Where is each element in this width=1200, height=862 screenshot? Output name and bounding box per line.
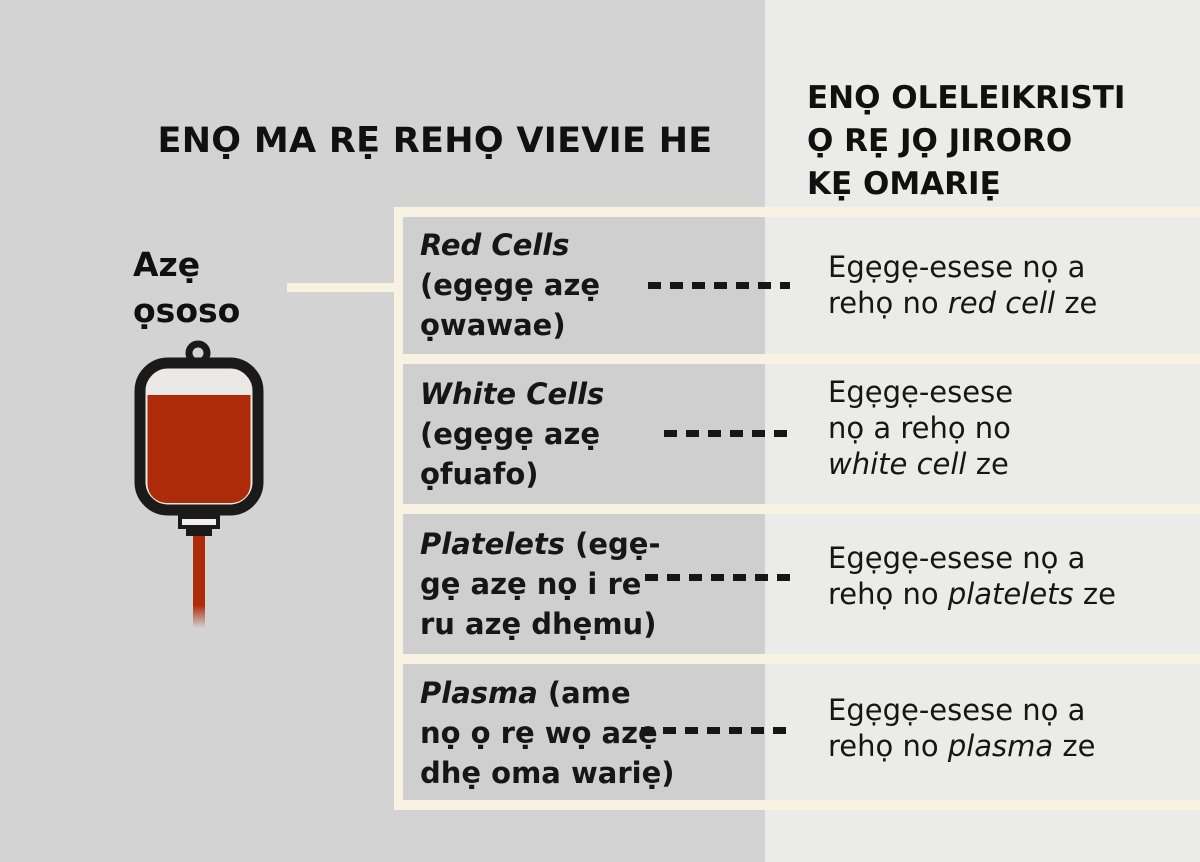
text-line: rehọ no platelets ze: [828, 577, 1116, 611]
text-line: rehọ no plasma ze: [828, 729, 1096, 763]
uses-column-background: [765, 0, 1200, 862]
connector-dash-line: [648, 282, 790, 289]
text-line: gẹ azẹ nọ i re: [420, 567, 642, 601]
text-line: rehọ no red cell ze: [828, 286, 1098, 320]
text-line: dhẹ oma wariẹ): [420, 756, 675, 790]
divider-strip: [394, 354, 1200, 364]
text-line: Red Cells: [420, 228, 570, 262]
text-line: ọwawae): [420, 308, 566, 342]
connector-dash-line: [645, 574, 790, 581]
column-title-uses-line: Ọ RẸ JỌ JIRORO: [807, 123, 1073, 159]
divider-strip: [394, 800, 1200, 810]
connector-dash-line: [664, 430, 790, 437]
column-title-uses-line: ENỌ OLELEIKRISTI: [807, 80, 1126, 116]
source-connector-line: [287, 283, 403, 292]
blood-source-label-line: Azẹ: [133, 245, 201, 284]
component-label-plasma: Plasma (ame nọ ọ rẹ wọ azẹ dhẹ oma wariẹ): [420, 673, 755, 793]
divider-strip: [394, 207, 1200, 217]
column-title-uses: ENỌ OLELEIKRISTI Ọ RẸ JỌ JIRORO KẸ OMARI…: [807, 77, 1125, 206]
blood-source-label: Azẹ ọsoso: [133, 242, 240, 334]
text-line: nọ ọ rẹ wọ azẹ: [420, 716, 658, 750]
text-line: (egẹgẹ azẹ: [420, 417, 600, 451]
component-label-red-cells: Red Cells (egẹgẹ azẹ ọwawae): [420, 225, 755, 345]
blood-source-label-line: ọsoso: [133, 291, 241, 330]
text-line: Egẹgẹ-esese nọ a: [828, 250, 1086, 284]
text-line: White Cells: [420, 377, 605, 411]
column-title-uses-line: KẸ OMARIẸ: [807, 166, 1001, 202]
component-label-platelets: Platelets (egẹ-gẹ azẹ nọ i re ru azẹ dhẹm…: [420, 524, 755, 644]
component-label-white-cells: White Cells (egẹgẹ azẹ ọfuafo): [420, 374, 755, 494]
text-line: ọfuafo): [420, 457, 539, 491]
text-line: Egẹgẹ-esese nọ a: [828, 541, 1086, 575]
text-line: Platelets (egẹ-: [420, 527, 661, 561]
text-line: nọ a rehọ no: [828, 411, 1011, 445]
column-title-components: ENỌ MA RẸ REHỌ VIEVIE HE: [157, 121, 713, 161]
text-line: ru azẹ dhẹmu): [420, 607, 657, 641]
text-line: (egẹgẹ azẹ: [420, 268, 600, 302]
text-line: Egẹgẹ-esese: [828, 375, 1014, 409]
divider-strip: [394, 504, 1200, 514]
text-line: white cell ze: [828, 447, 1009, 481]
text-line: Egẹgẹ-esese nọ a: [828, 693, 1086, 727]
text-line: Plasma (ame: [420, 676, 631, 710]
divider-strip: [394, 654, 1200, 664]
connector-dash-line: [641, 727, 790, 734]
component-box: [403, 514, 765, 654]
blood-bag-icon: [134, 340, 264, 628]
